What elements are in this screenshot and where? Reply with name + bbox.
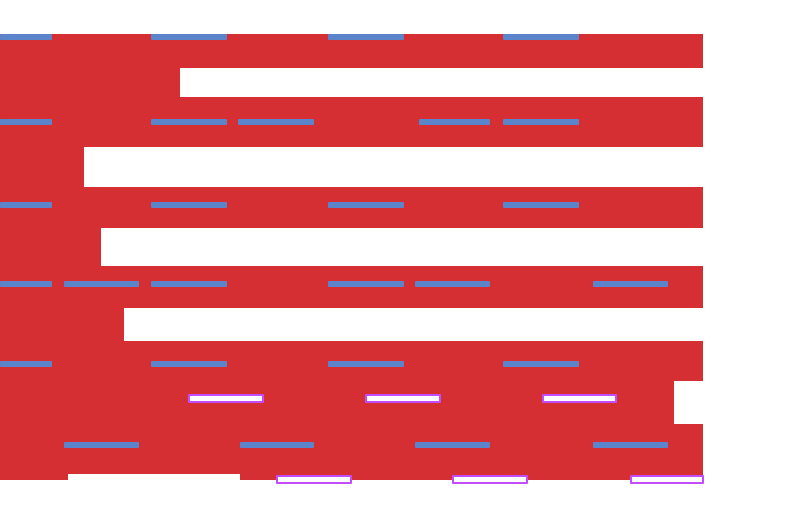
redaction-band-4 [0,266,703,308]
highlight-r5-c3[interactable] [328,361,404,367]
highlight-r4-c4[interactable] [328,281,404,287]
highlight-r5-c1[interactable] [0,361,52,367]
field-r6-c2[interactable] [452,475,528,484]
redaction-band-2-left [0,147,84,187]
highlight-r1-c1[interactable] [0,34,52,40]
mask-gap-2 [84,147,703,187]
highlight-r4-c1[interactable] [0,281,52,287]
highlight-r6-c1[interactable] [64,442,139,448]
mask-gap-5 [68,474,240,509]
field-r5-c3[interactable] [542,394,617,403]
mask-notch-right [674,381,703,424]
field-r5-c2[interactable] [365,394,441,403]
redaction-band-6-left [0,474,68,480]
highlight-r5-c4[interactable] [503,361,579,367]
legend-field-label: Outlined form field [0,0,1,1]
redaction-band-2 [0,97,703,147]
mask-gap-3 [101,228,703,266]
highlight-r2-c2[interactable] [151,119,227,125]
highlight-r6-c2[interactable] [240,442,314,448]
highlight-r2-c1[interactable] [0,119,52,125]
highlight-r1-c4[interactable] [503,34,579,40]
highlight-r1-c3[interactable] [328,34,404,40]
page-title: Redacted Document Page [0,0,1,1]
highlight-r3-c4[interactable] [503,202,579,208]
highlight-r6-c4[interactable] [593,442,668,448]
highlight-r1-c2[interactable] [151,34,227,40]
highlight-r2-c3[interactable] [238,119,314,125]
field-r5-c1[interactable] [188,394,264,403]
highlight-r3-c1[interactable] [0,202,52,208]
highlight-r4-c2[interactable] [64,281,139,287]
highlight-r2-c5[interactable] [503,119,579,125]
highlight-r4-c3[interactable] [151,281,227,287]
mask-gap-1 [180,68,703,97]
legend-highlight-label: Highlighted text span [0,0,1,1]
highlight-r2-c4[interactable] [419,119,490,125]
highlight-r6-c3[interactable] [415,442,490,448]
mask-gap-4 [124,308,703,341]
highlight-r4-c6[interactable] [593,281,668,287]
redaction-band-3-left [0,228,101,266]
highlight-r3-c2[interactable] [151,202,227,208]
redaction-band-4-left [0,308,124,341]
highlight-r5-c2[interactable] [151,361,227,367]
field-r6-c3[interactable] [630,475,704,484]
redaction-band-6 [0,424,703,474]
highlight-r3-c3[interactable] [328,202,404,208]
legend-redaction-label: Redacted text block [0,0,1,1]
highlight-r4-c5[interactable] [415,281,490,287]
field-r6-c1[interactable] [276,475,352,484]
redaction-band-1-left [0,68,180,97]
